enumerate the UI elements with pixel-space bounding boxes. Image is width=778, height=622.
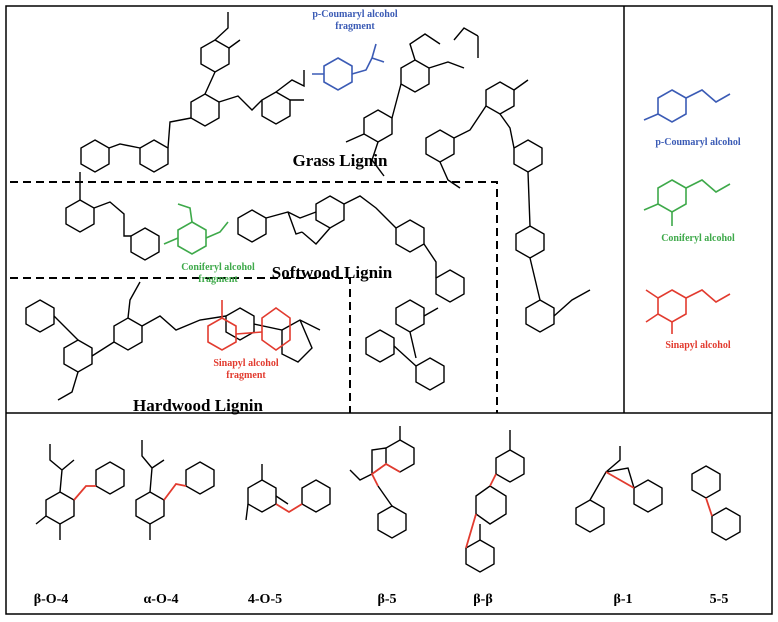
p-coumaryl-fragment-structure [312, 43, 385, 91]
linkage-label-4-o-5: 4-O-5 [247, 592, 283, 607]
sinapyl-fragment-label: Sinapyl alcohol fragment [196, 358, 296, 382]
monomer-label-sinapyl: Sinapyl alcohol [665, 340, 731, 351]
p-coumaryl-fragment-label: p-Coumaryl alcohol fragment [305, 9, 405, 33]
hardwood-lignin-label: Hardwood Lignin [133, 396, 263, 415]
linkage-bonds-highlight [73, 462, 713, 549]
highlighted-fragments [163, 43, 385, 351]
p-coumaryl-monomer [643, 89, 731, 123]
sinapyl-fragment-label-line1: Sinapyl alcohol [213, 358, 279, 369]
sinapyl-fragment-structure [207, 300, 291, 351]
sinapyl-fragment-label-line2: fragment [226, 370, 266, 381]
linkage-label-beta-5: β-5 [377, 592, 397, 607]
monomer-label-p-coumaryl: p-Coumaryl alcohol [655, 137, 741, 148]
coniferyl-fragment-label-line2: fragment [198, 274, 238, 285]
linkage-beta-5 [349, 426, 415, 539]
linkage-label-5-5: 5-5 [709, 592, 729, 607]
lignin-polymer-network [25, 12, 591, 401]
linkage-beta-o-4 [35, 444, 125, 540]
coniferyl-fragment-label-line1: Coniferyl alcohol [181, 262, 255, 273]
monomer-structures [643, 89, 731, 334]
softwood-lignin-label: Softwood Lignin [271, 263, 393, 282]
coniferyl-fragment-structure [163, 203, 229, 255]
hardwood-region-border [10, 277, 351, 413]
linkage-5-5 [691, 465, 741, 541]
linkage-label-beta-beta: β-β [473, 592, 493, 607]
outer-frame [5, 5, 773, 615]
sinapyl-monomer [645, 289, 731, 334]
coniferyl-monomer [643, 179, 731, 226]
linkage-label-beta-o-4: β-O-4 [33, 592, 69, 607]
softwood-region-border [10, 181, 498, 413]
linkage-4-o-5 [245, 464, 331, 521]
monomer-label-coniferyl: Coniferyl alcohol [661, 233, 735, 244]
grass-lignin-label: Grass Lignin [292, 151, 388, 170]
linkage-beta-beta [465, 430, 525, 573]
linkage-structures [35, 426, 741, 573]
p-coumaryl-fragment-label-line2: fragment [335, 21, 375, 32]
coniferyl-fragment-label: Coniferyl alcohol fragment [168, 262, 268, 286]
linkage-label-beta-1: β-1 [613, 592, 633, 607]
linkage-beta-1 [575, 446, 663, 533]
p-coumaryl-fragment-label-line1: p-Coumaryl alcohol [312, 9, 398, 20]
linkage-label-alpha-o-4: α-O-4 [143, 592, 179, 607]
linkage-alpha-o-4 [135, 440, 215, 540]
